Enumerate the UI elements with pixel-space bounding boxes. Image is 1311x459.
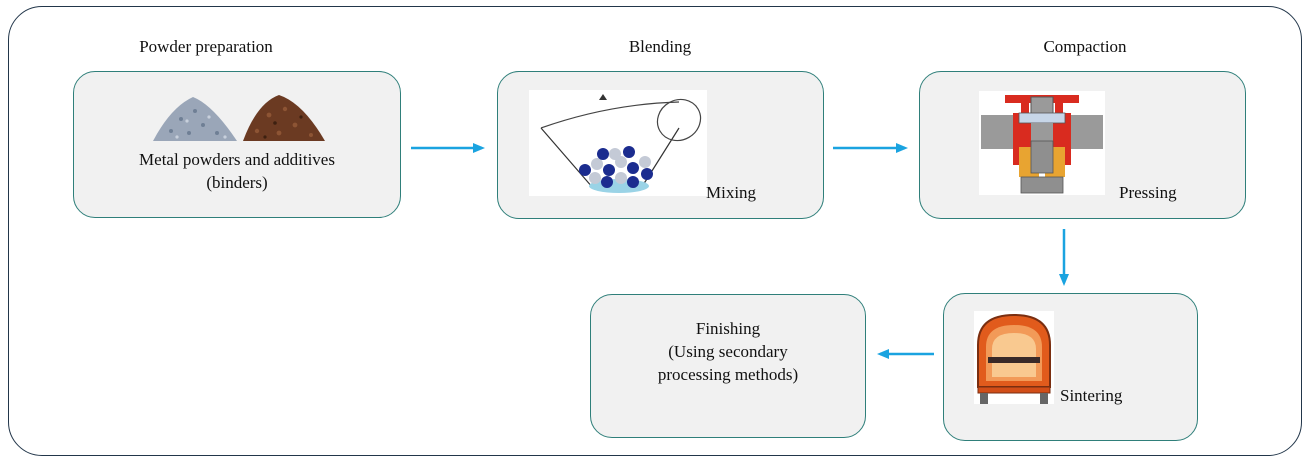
stage-title-blending: Blending <box>628 37 692 56</box>
furnace-icon <box>974 311 1054 404</box>
diagram-frame <box>8 6 1302 456</box>
compaction-box: Pressing <box>919 71 1246 219</box>
sintering-label: Sintering <box>1060 386 1123 405</box>
die-press-icon <box>979 91 1105 195</box>
powder-piles-icon <box>153 95 325 141</box>
blending-box: Mixing <box>497 71 824 219</box>
ball-mixer-icon <box>529 90 707 196</box>
stage-title-compaction: Compaction <box>1043 37 1127 56</box>
finishing-box: Finishing (Using secondary processing me… <box>590 294 866 438</box>
powder-preparation-box: Metal powders and additives (binders) <box>73 71 401 218</box>
pressing-label: Pressing <box>1119 183 1177 202</box>
finishing-text-line2: (Using secondary <box>668 342 788 361</box>
finishing-text-line1: Finishing <box>695 319 761 338</box>
finishing-text-line3: processing methods) <box>657 365 799 384</box>
powder-preparation-text-line2: (binders) <box>206 173 268 192</box>
stage-title-powder-preparation: Powder preparation <box>139 37 273 56</box>
sintering-box: Sintering <box>943 293 1198 441</box>
powder-preparation-text-line1: Metal powders and additives <box>139 150 335 169</box>
mixing-label: Mixing <box>706 183 757 202</box>
